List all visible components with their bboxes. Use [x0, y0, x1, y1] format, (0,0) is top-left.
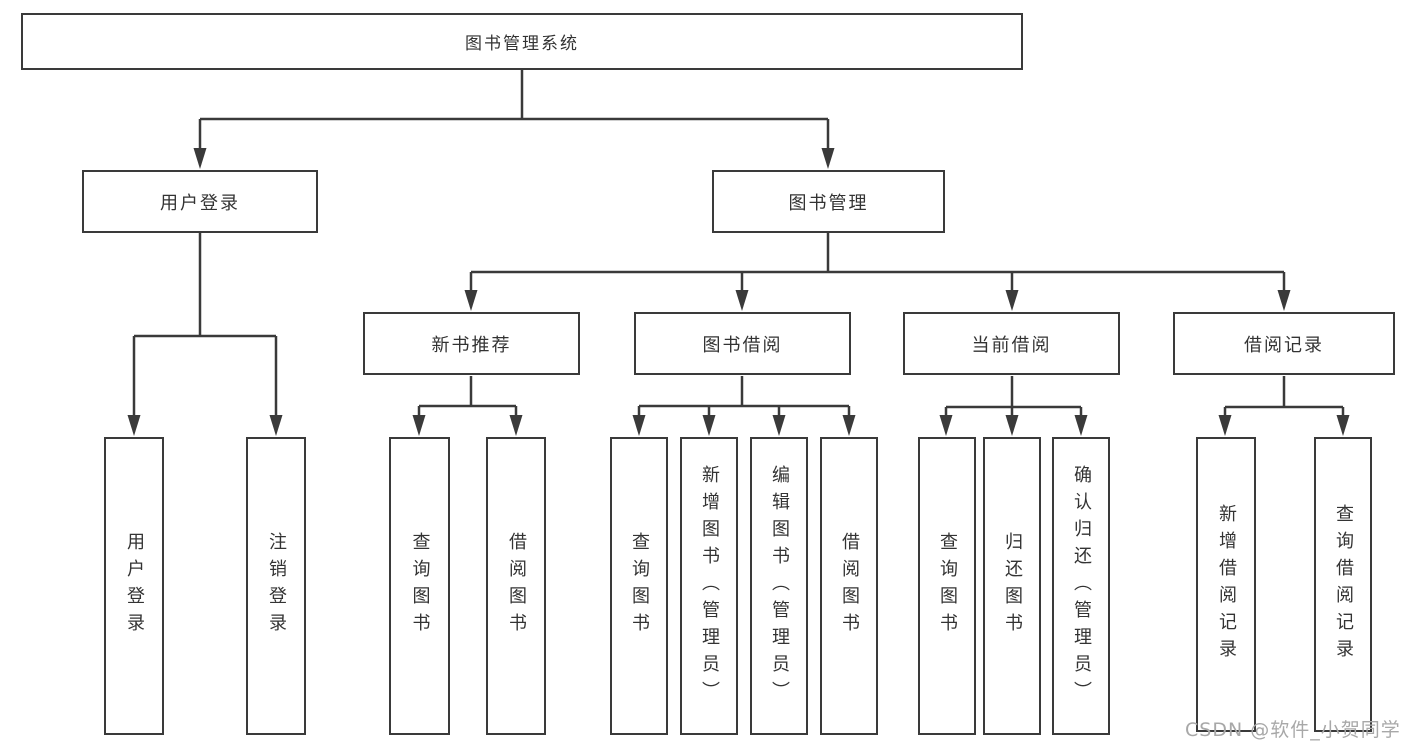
node-leaf-query-book-3-label: 查询图书: [937, 532, 958, 640]
node-leaf-query-book-3: 查询图书: [918, 437, 976, 735]
node-leaf-return-book: 归还图书: [983, 437, 1041, 735]
node-leaf-query-book-1-label: 查询图书: [409, 532, 431, 640]
connector-current-borrow-to-children: [939, 376, 1088, 436]
node-new-book-recommend-label: 新书推荐: [431, 334, 512, 356]
node-current-borrow-label: 当前借阅: [971, 334, 1052, 356]
node-new-book-recommend: 新书推荐: [363, 312, 580, 375]
node-library-management-system: 图书管理系统: [21, 13, 1023, 70]
node-leaf-add-book-admin: 新增图书（管理员）: [680, 437, 738, 735]
node-library-management-system-label: 图书管理系统: [465, 34, 579, 54]
node-leaf-borrow-book-2: 借阅图书: [820, 437, 878, 735]
connector-user-login-to-children: [127, 233, 283, 436]
node-borrow-record-label: 借阅记录: [1244, 334, 1324, 356]
node-leaf-query-book-2: 查询图书: [610, 437, 668, 735]
node-leaf-query-book-1: 查询图书: [389, 437, 450, 735]
node-leaf-borrow-book-2-label: 借阅图书: [839, 532, 860, 640]
node-book-borrow: 图书借阅: [634, 312, 851, 375]
node-leaf-confirm-return-admin-label: 确认归还（管理员）: [1071, 464, 1092, 708]
connector-root-to-level2: [193, 70, 835, 169]
connector-book-borrow-to-children: [632, 376, 856, 436]
node-leaf-confirm-return-admin: 确认归还（管理员）: [1052, 437, 1110, 735]
node-leaf-user-login-label: 用户登录: [124, 532, 145, 640]
node-user-login: 用户登录: [82, 170, 318, 233]
node-leaf-logout-label: 注销登录: [266, 532, 287, 640]
node-leaf-query-book-2-label: 查询图书: [629, 532, 650, 640]
node-leaf-query-borrow-record: 查询借阅记录: [1314, 437, 1372, 732]
node-leaf-query-borrow-record-label: 查询借阅记录: [1333, 503, 1354, 666]
node-leaf-logout: 注销登录: [246, 437, 306, 735]
connector-new-book-to-children: [412, 376, 523, 436]
node-leaf-borrow-book-1: 借阅图书: [486, 437, 546, 735]
node-leaf-add-borrow-record: 新增借阅记录: [1196, 437, 1256, 732]
watermark-text: CSDN @软件_小贺同学: [1185, 719, 1401, 741]
node-book-borrow-label: 图书借阅: [702, 334, 783, 356]
node-book-management: 图书管理: [712, 170, 945, 233]
node-leaf-add-book-admin-label: 新增图书（管理员）: [699, 464, 720, 708]
connector-book-management-to-level3: [464, 233, 1291, 311]
node-leaf-edit-book-admin-label: 编辑图书（管理员）: [769, 464, 790, 708]
node-current-borrow: 当前借阅: [903, 312, 1120, 375]
node-book-management-label: 图书管理: [788, 192, 869, 214]
node-leaf-user-login: 用户登录: [104, 437, 164, 735]
node-leaf-edit-book-admin: 编辑图书（管理员）: [750, 437, 808, 735]
node-borrow-record: 借阅记录: [1173, 312, 1395, 375]
node-leaf-return-book-label: 归还图书: [1002, 532, 1023, 640]
node-user-login-label: 用户登录: [160, 192, 240, 214]
node-leaf-borrow-book-1-label: 借阅图书: [506, 532, 527, 640]
node-leaf-add-borrow-record-label: 新增借阅记录: [1216, 503, 1237, 666]
connector-borrow-record-to-children: [1218, 376, 1350, 436]
